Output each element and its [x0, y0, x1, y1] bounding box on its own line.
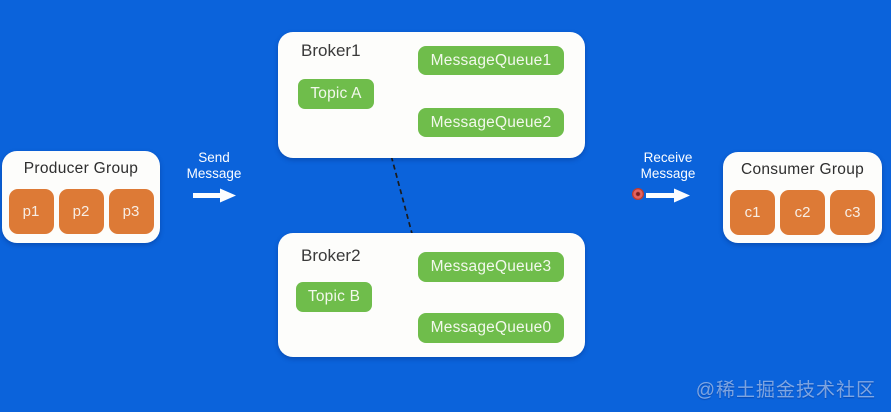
send-arrow-icon — [192, 188, 236, 203]
laser-pointer-dot-icon — [632, 188, 644, 200]
broker2-title: Broker2 — [301, 246, 361, 265]
receive-arrow-icon — [646, 188, 690, 203]
consumer-c2: c2 — [780, 190, 825, 235]
consumer-c1: c1 — [730, 190, 775, 235]
topic-a-node: Topic A — [298, 79, 374, 109]
consumer-group-title: Consumer Group — [740, 161, 865, 178]
message-queue-2-node: MessageQueue2 — [418, 108, 564, 137]
producer-p3: p3 — [108, 189, 154, 234]
receive-label-line1: Receive — [643, 150, 693, 165]
send-label-line1: Send — [198, 150, 230, 165]
watermark-text: @稀土掘金技术社区 — [695, 380, 876, 401]
producer-p2: p2 — [58, 189, 104, 234]
receive-label-line2: Message — [640, 166, 696, 181]
message-queue-3-node: MessageQueue3 — [418, 252, 564, 282]
consumer-group-box: Consumer Group c1 c2 c3 — [723, 152, 882, 243]
broker2-box: Broker2 Topic B MessageQueue3 MessageQue… — [278, 233, 585, 357]
send-label-line2: Message — [186, 166, 242, 181]
broker1-box: Broker1 Topic A MessageQueue1 MessageQue… — [278, 32, 585, 158]
producer-items: p1 p2 p3 — [2, 189, 160, 234]
producer-group-box: Producer Group p1 p2 p3 — [2, 151, 160, 243]
producer-group-title: Producer Group — [23, 160, 139, 177]
message-queue-1-node: MessageQueue1 — [418, 46, 564, 75]
consumer-items: c1 c2 c3 — [723, 190, 882, 235]
message-queue-0-node: MessageQueue0 — [418, 313, 564, 343]
producer-p1: p1 — [8, 189, 54, 234]
consumer-c3: c3 — [830, 190, 875, 235]
broker1-title: Broker1 — [301, 41, 361, 60]
send-message-label: Send Message — [186, 150, 242, 203]
topic-b-node: Topic B — [296, 282, 372, 312]
receive-message-label: Receive Message — [640, 150, 696, 203]
